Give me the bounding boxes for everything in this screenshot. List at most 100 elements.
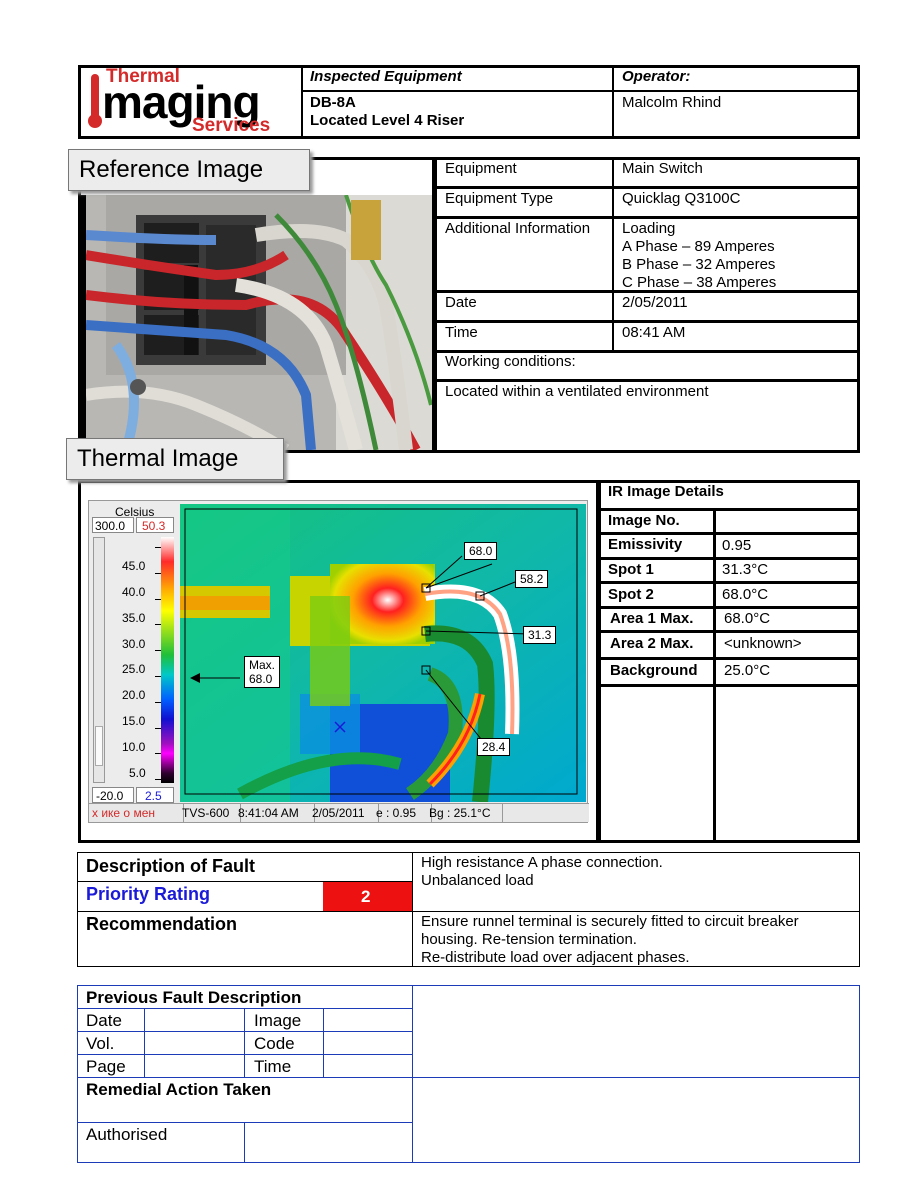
scale-tick-mark (155, 572, 161, 574)
status-date: 2/05/2011 (309, 804, 379, 823)
scale-min-setting: -20.0 (92, 787, 134, 803)
scale-max-setting: 300.0 (92, 517, 134, 533)
header-divider-h (301, 90, 860, 92)
scale-tick-35: 35.0 (122, 611, 146, 625)
status-emissivity: e : 0.95 (373, 804, 432, 823)
reference-section (78, 157, 860, 453)
ref-line-2 (437, 216, 860, 219)
description-of-fault-label: Description of Fault (86, 856, 256, 876)
previous-image-label: Image (254, 1011, 302, 1030)
reference-photo-divider (432, 157, 437, 453)
callout-max: Max. 68.0 (244, 656, 281, 688)
operator-label: Operator: (622, 68, 691, 85)
scale-tick-mark (155, 779, 161, 781)
scale-slider-handle[interactable] (95, 726, 103, 766)
time-value: 08:41 AM (622, 324, 686, 341)
inspected-equipment-label: Inspected Equipment (310, 68, 462, 85)
fault-top (77, 852, 860, 853)
ir-details-table (601, 480, 860, 843)
fault-left (77, 852, 78, 967)
ir-area2-label: Area 2 Max. (610, 635, 694, 652)
form-right (859, 985, 860, 1163)
scale-top-value: 50.3 (136, 517, 174, 533)
ir-spot1-value: 31.3°C (722, 561, 769, 578)
recommendation-line1: Ensure runnel terminal is securely fitte… (421, 913, 799, 930)
scale-unit: Celsius (115, 505, 155, 519)
ir-line-1 (601, 532, 860, 535)
scale-bottom-value: 2.5 (136, 787, 174, 803)
thermal-image: Max. 68.0 68.0 58.2 31.3 28.4 (180, 504, 586, 802)
ref-line-1 (437, 186, 860, 189)
previous-date-label: Date (86, 1011, 122, 1030)
equipment-id: DB-8A (310, 94, 356, 111)
company-logo: Thermal maging Services (88, 67, 293, 136)
form-mid (412, 985, 413, 1163)
scale-tick-mark (155, 727, 161, 729)
scale-tick-mark (155, 624, 161, 626)
recommendation-line2: housing. Re-tension termination. (421, 931, 637, 948)
scale-tick-25: 25.0 (122, 662, 146, 676)
logo-text-imaging: maging (102, 76, 261, 128)
scale-tick-mark (155, 598, 161, 600)
previous-time-label: Time (254, 1057, 292, 1076)
previous-page-label: Page (86, 1057, 126, 1076)
reference-photo (86, 195, 432, 450)
temperature-color-bar (161, 537, 174, 783)
scale-tick-mark (155, 753, 161, 755)
working-conditions-value: Located within a ventilated environment (445, 383, 709, 400)
callout-31: 31.3 (523, 626, 557, 644)
ref-table (437, 157, 860, 453)
ir-line-7 (601, 684, 860, 687)
equipment-type-value: Quicklag Q3100C (622, 190, 741, 207)
status-camera: TVS-600 (179, 804, 241, 823)
callout-28: 28.4 (477, 738, 511, 756)
scale-bottom-text: 2.5 (145, 789, 162, 803)
ir-line-3 (601, 581, 860, 584)
form-bottom (77, 1162, 860, 1163)
ir-line-5 (601, 630, 860, 633)
thermal-status-bar: х ике о мен TVS-600 8:41:04 AM 2/05/2011… (89, 803, 589, 823)
fault-description-line2: Unbalanced load (421, 872, 534, 889)
equipment-label: Equipment (445, 160, 517, 177)
operator-name: Malcolm Rhind (622, 94, 722, 111)
working-conditions-label: Working conditions: (445, 353, 576, 370)
thermal-image-drawing (180, 504, 586, 802)
authorised-label: Authorised (86, 1125, 168, 1144)
equipment-location: Located Level 4 Riser (310, 112, 465, 129)
form-v1 (144, 1008, 145, 1078)
previous-fault-form (77, 985, 860, 1164)
scale-tick-mark (155, 650, 161, 652)
form-h2 (77, 1031, 413, 1032)
form-h1 (77, 1008, 413, 1009)
ir-line-2 (601, 557, 860, 560)
header-divider-2 (612, 65, 614, 139)
ir-background-value: 25.0°C (724, 662, 771, 679)
ref-line-6 (437, 379, 860, 382)
thermal-divider (596, 480, 601, 843)
scale-tick-20: 20.0 (122, 688, 146, 702)
form-h4 (77, 1077, 860, 1078)
thermometer-icon (91, 74, 99, 120)
ir-details-title: IR Image Details (608, 483, 724, 500)
recommendation-line3: Re-distribute load over adjacent phases. (421, 949, 690, 966)
header-box (78, 65, 860, 139)
b-phase-load: B Phase – 32 Amperes (622, 256, 776, 273)
ir-spot2-value: 68.0°C (722, 586, 769, 603)
ir-area2-value: <unknown> (724, 635, 802, 652)
form-h5 (77, 1122, 413, 1123)
form-v2 (244, 1008, 245, 1078)
additional-info-label: Additional Information (445, 220, 591, 237)
priority-rating-value: 2 (361, 887, 371, 906)
ref-line-4 (437, 320, 860, 323)
ir-background-label: Background (610, 662, 698, 679)
fault-bottom (77, 966, 860, 967)
thermal-section (78, 480, 860, 843)
reference-photo-drawing (86, 195, 432, 450)
scale-tick-10: 10.0 (122, 740, 146, 754)
thermal-viewer: Celsius 300.0 50.3 45.0 40.0 35.0 30.0 2… (88, 500, 589, 823)
thermal-image-tab: Thermal Image (66, 438, 284, 480)
scale-slider-track[interactable] (93, 537, 105, 783)
c-phase-load: C Phase – 38 Amperes (622, 274, 777, 291)
scale-top-text: 50.3 (142, 519, 166, 533)
scale-tick-45: 45.0 (122, 559, 146, 573)
